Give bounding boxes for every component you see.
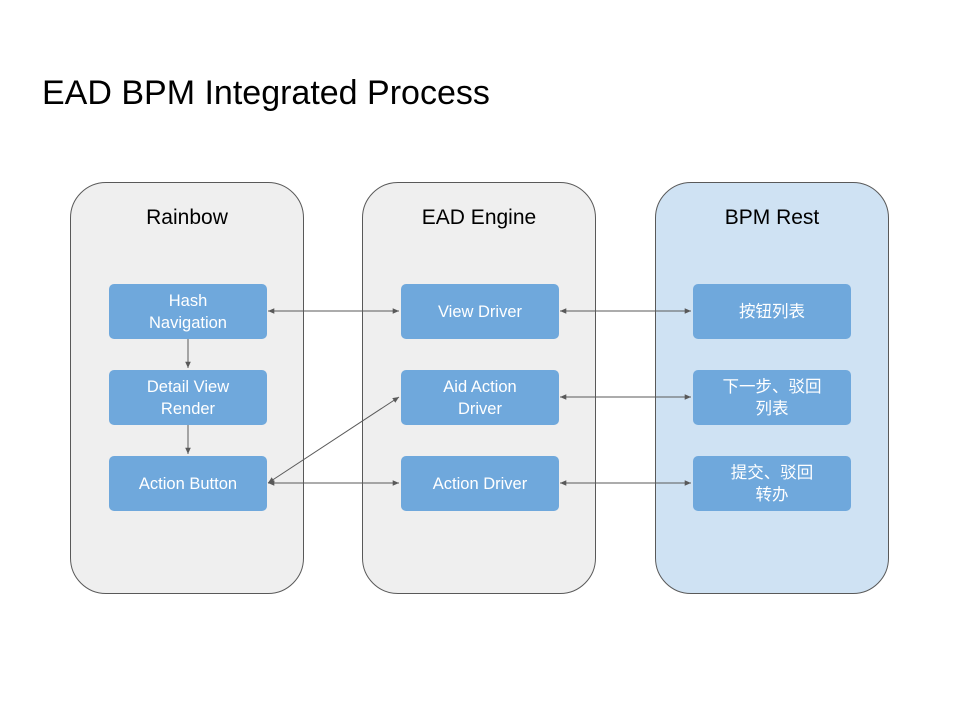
- node-action-button: Action Button: [109, 456, 267, 511]
- column-bpm-rest-title: BPM Rest: [724, 206, 820, 229]
- node-next-step-reject-list: 下一步、驳回列表: [693, 370, 851, 425]
- diagram-title: EAD BPM Integrated Process: [42, 74, 490, 112]
- column-ead-engine-title: EAD Engine: [421, 206, 537, 229]
- node-view-driver: View Driver: [401, 284, 559, 339]
- node-submit-reject-transfer: 提交、驳回转办: [693, 456, 851, 511]
- node-button-list: 按钮列表: [693, 284, 851, 339]
- column-rainbow-title: Rainbow: [146, 206, 228, 229]
- node-action-driver: Action Driver: [401, 456, 559, 511]
